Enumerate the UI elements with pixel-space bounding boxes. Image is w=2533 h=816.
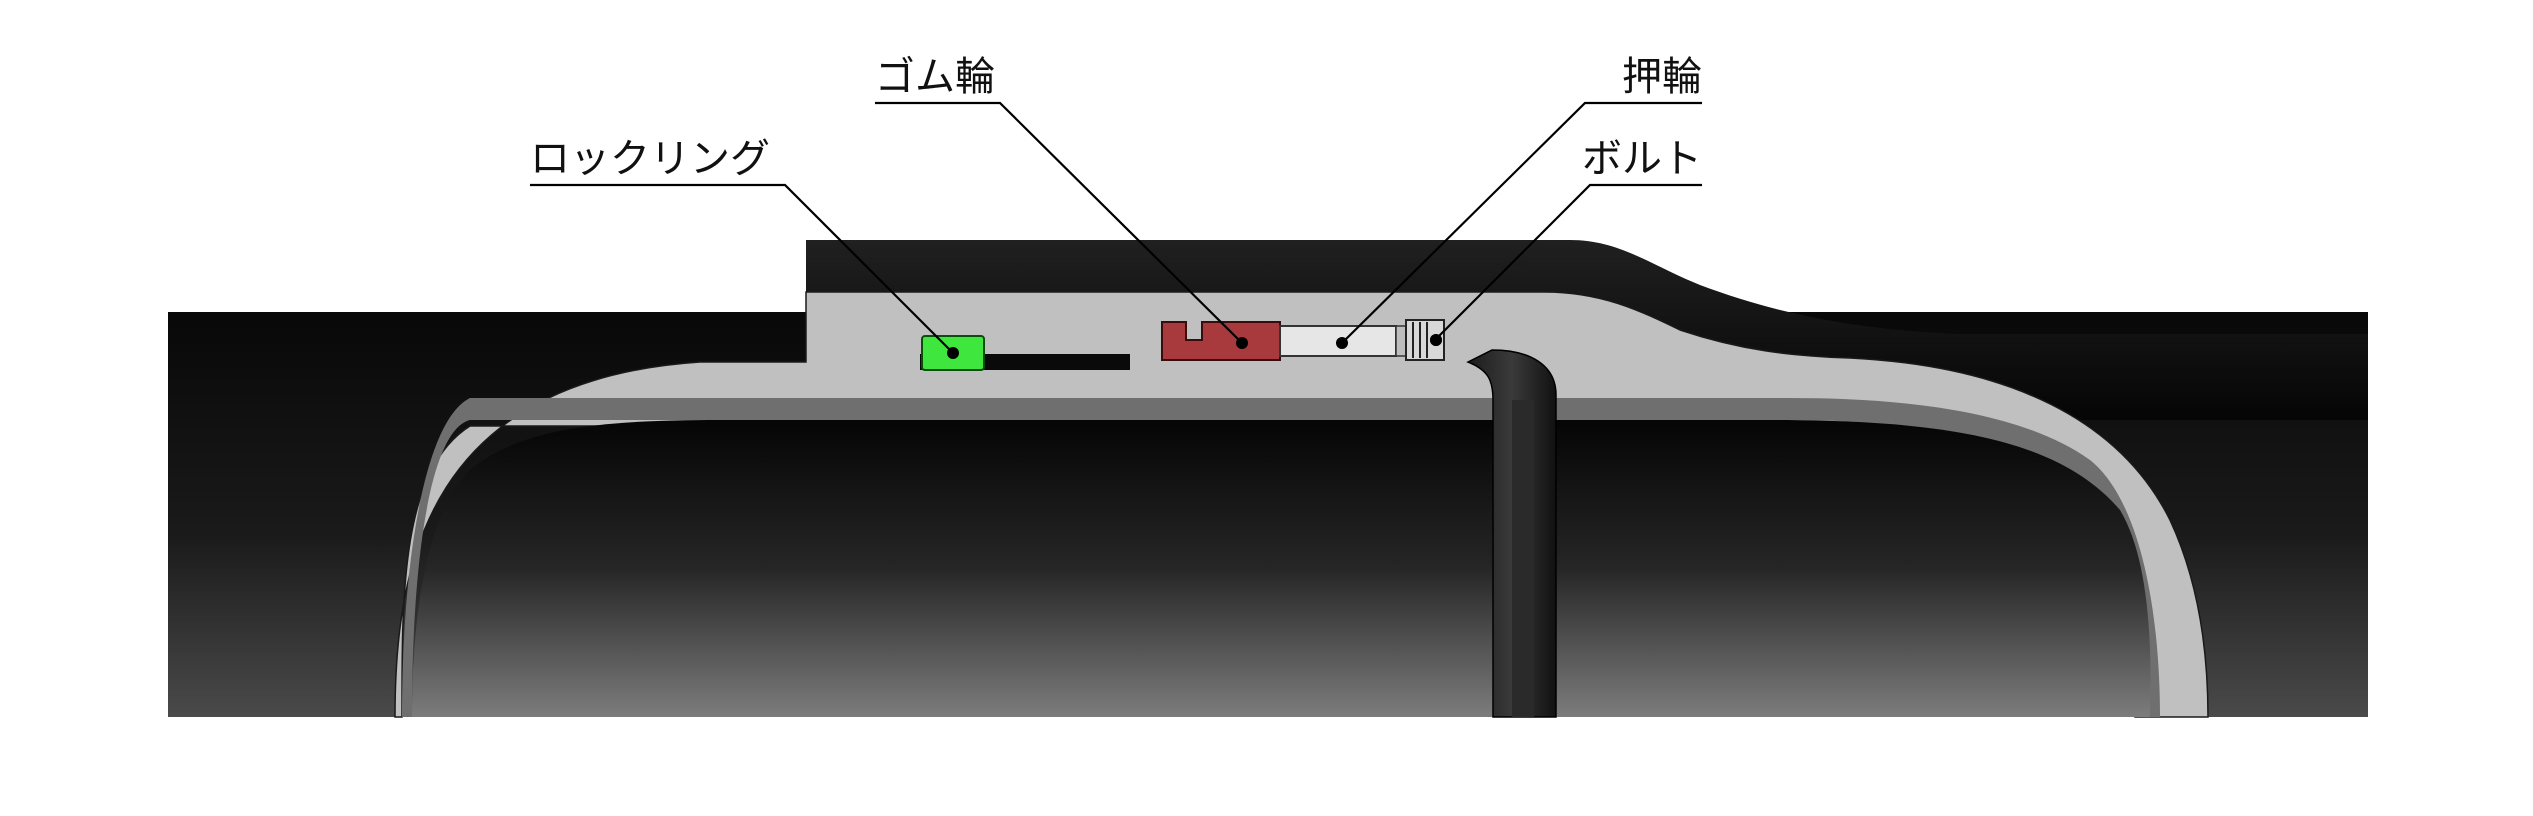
spigot-highlight — [1512, 400, 1534, 717]
pipe-bore — [412, 420, 2151, 717]
leader-line-lock-ring — [530, 183, 953, 353]
label-lock-ring: ロックリング — [530, 136, 770, 182]
inner-lining-stripe — [402, 398, 2160, 717]
bolt-marker — [1430, 334, 1442, 346]
rubber-ring — [1161, 321, 1281, 361]
label-push-ring: 押輪 — [1622, 54, 1702, 100]
leader-line-push-ring — [1341, 101, 1702, 344]
push-ring-marker — [1336, 337, 1348, 349]
leader-line-rubber-ring — [875, 101, 1243, 344]
push-ring-tip — [1395, 325, 1407, 357]
rubber-ring-marker — [1236, 337, 1248, 349]
lock-ring-marker — [947, 347, 959, 359]
leader-line-bolt — [1436, 183, 1702, 339]
label-bolt: ボルト — [1582, 136, 1702, 182]
label-rubber-ring: ゴム輪 — [875, 54, 995, 100]
